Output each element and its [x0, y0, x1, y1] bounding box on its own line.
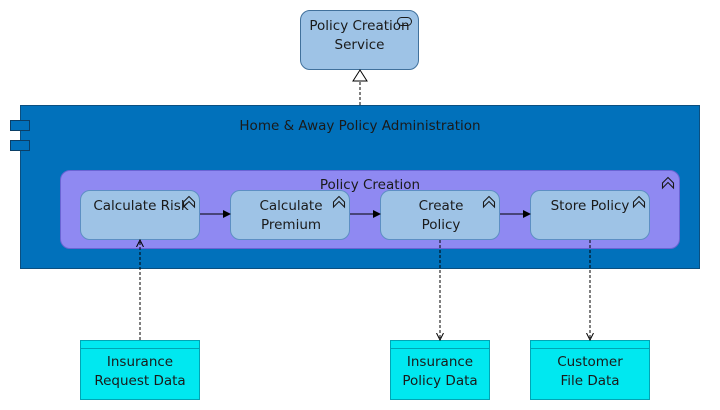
function-chevron-icon: [632, 195, 646, 209]
policy-creation-service[interactable]: Policy Creation Service: [300, 10, 419, 70]
function-calculate-premium[interactable]: Calculate Premium: [230, 190, 350, 240]
function-chevron-icon: [332, 195, 346, 209]
component-tab-icon: [10, 120, 30, 131]
component-title: Home & Away Policy Administration: [239, 118, 481, 134]
service-icon: [397, 17, 412, 26]
service-label: Policy Creation Service: [301, 17, 418, 55]
realization-triangle-icon: [352, 69, 368, 82]
function-store-policy[interactable]: Store Policy: [530, 190, 650, 240]
function-label: Calculate Risk: [93, 198, 189, 214]
data-object-customer-file[interactable]: Customer File Data: [530, 340, 650, 400]
function-chevron-icon: [482, 195, 496, 209]
data-object-label: Insurance Policy Data: [402, 354, 478, 389]
data-object-insurance-policy[interactable]: Insurance Policy Data: [390, 340, 490, 400]
data-object-label: Insurance Request Data: [94, 354, 186, 389]
function-label: Store Policy: [550, 198, 630, 214]
service-label-text: Policy Creation Service: [309, 18, 410, 53]
component-tab-icon: [10, 140, 30, 151]
function-create-policy[interactable]: Create Policy: [380, 190, 500, 240]
function-label: Calculate Premium: [259, 198, 323, 233]
process-title: Policy Creation: [319, 177, 421, 193]
data-object-label: Customer File Data: [557, 354, 623, 389]
function-calculate-risk[interactable]: Calculate Risk: [80, 190, 200, 240]
data-object-insurance-request[interactable]: Insurance Request Data: [80, 340, 200, 400]
process-chevron-icon: [661, 176, 675, 190]
function-chevron-icon: [182, 195, 196, 209]
function-label: Create Policy: [418, 198, 464, 233]
